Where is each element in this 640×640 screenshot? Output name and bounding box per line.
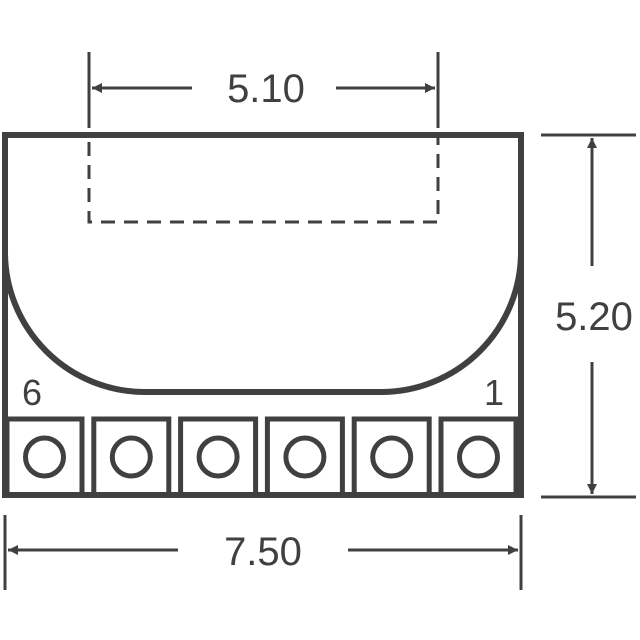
dashed-window [87, 133, 440, 224]
pads [4, 416, 519, 498]
pad-hole [370, 435, 414, 479]
pad-hole [457, 435, 500, 479]
pad [264, 416, 345, 498]
pad-hole [109, 435, 153, 479]
pad [438, 416, 519, 498]
pad-hole [23, 435, 66, 479]
top-dimension-label: 5.10 [227, 67, 305, 111]
pad-hole [283, 435, 327, 479]
pad [4, 416, 85, 498]
pin-6-label: 6 [22, 372, 42, 413]
pad [91, 416, 172, 498]
right-dimension-label: 5.20 [555, 295, 633, 339]
pad [178, 416, 259, 498]
body-curve [2, 251, 524, 395]
pin-1-label: 1 [484, 372, 504, 413]
pad-hole [196, 435, 240, 479]
pad [351, 416, 432, 498]
bottom-dimension-label: 7.50 [224, 530, 302, 574]
